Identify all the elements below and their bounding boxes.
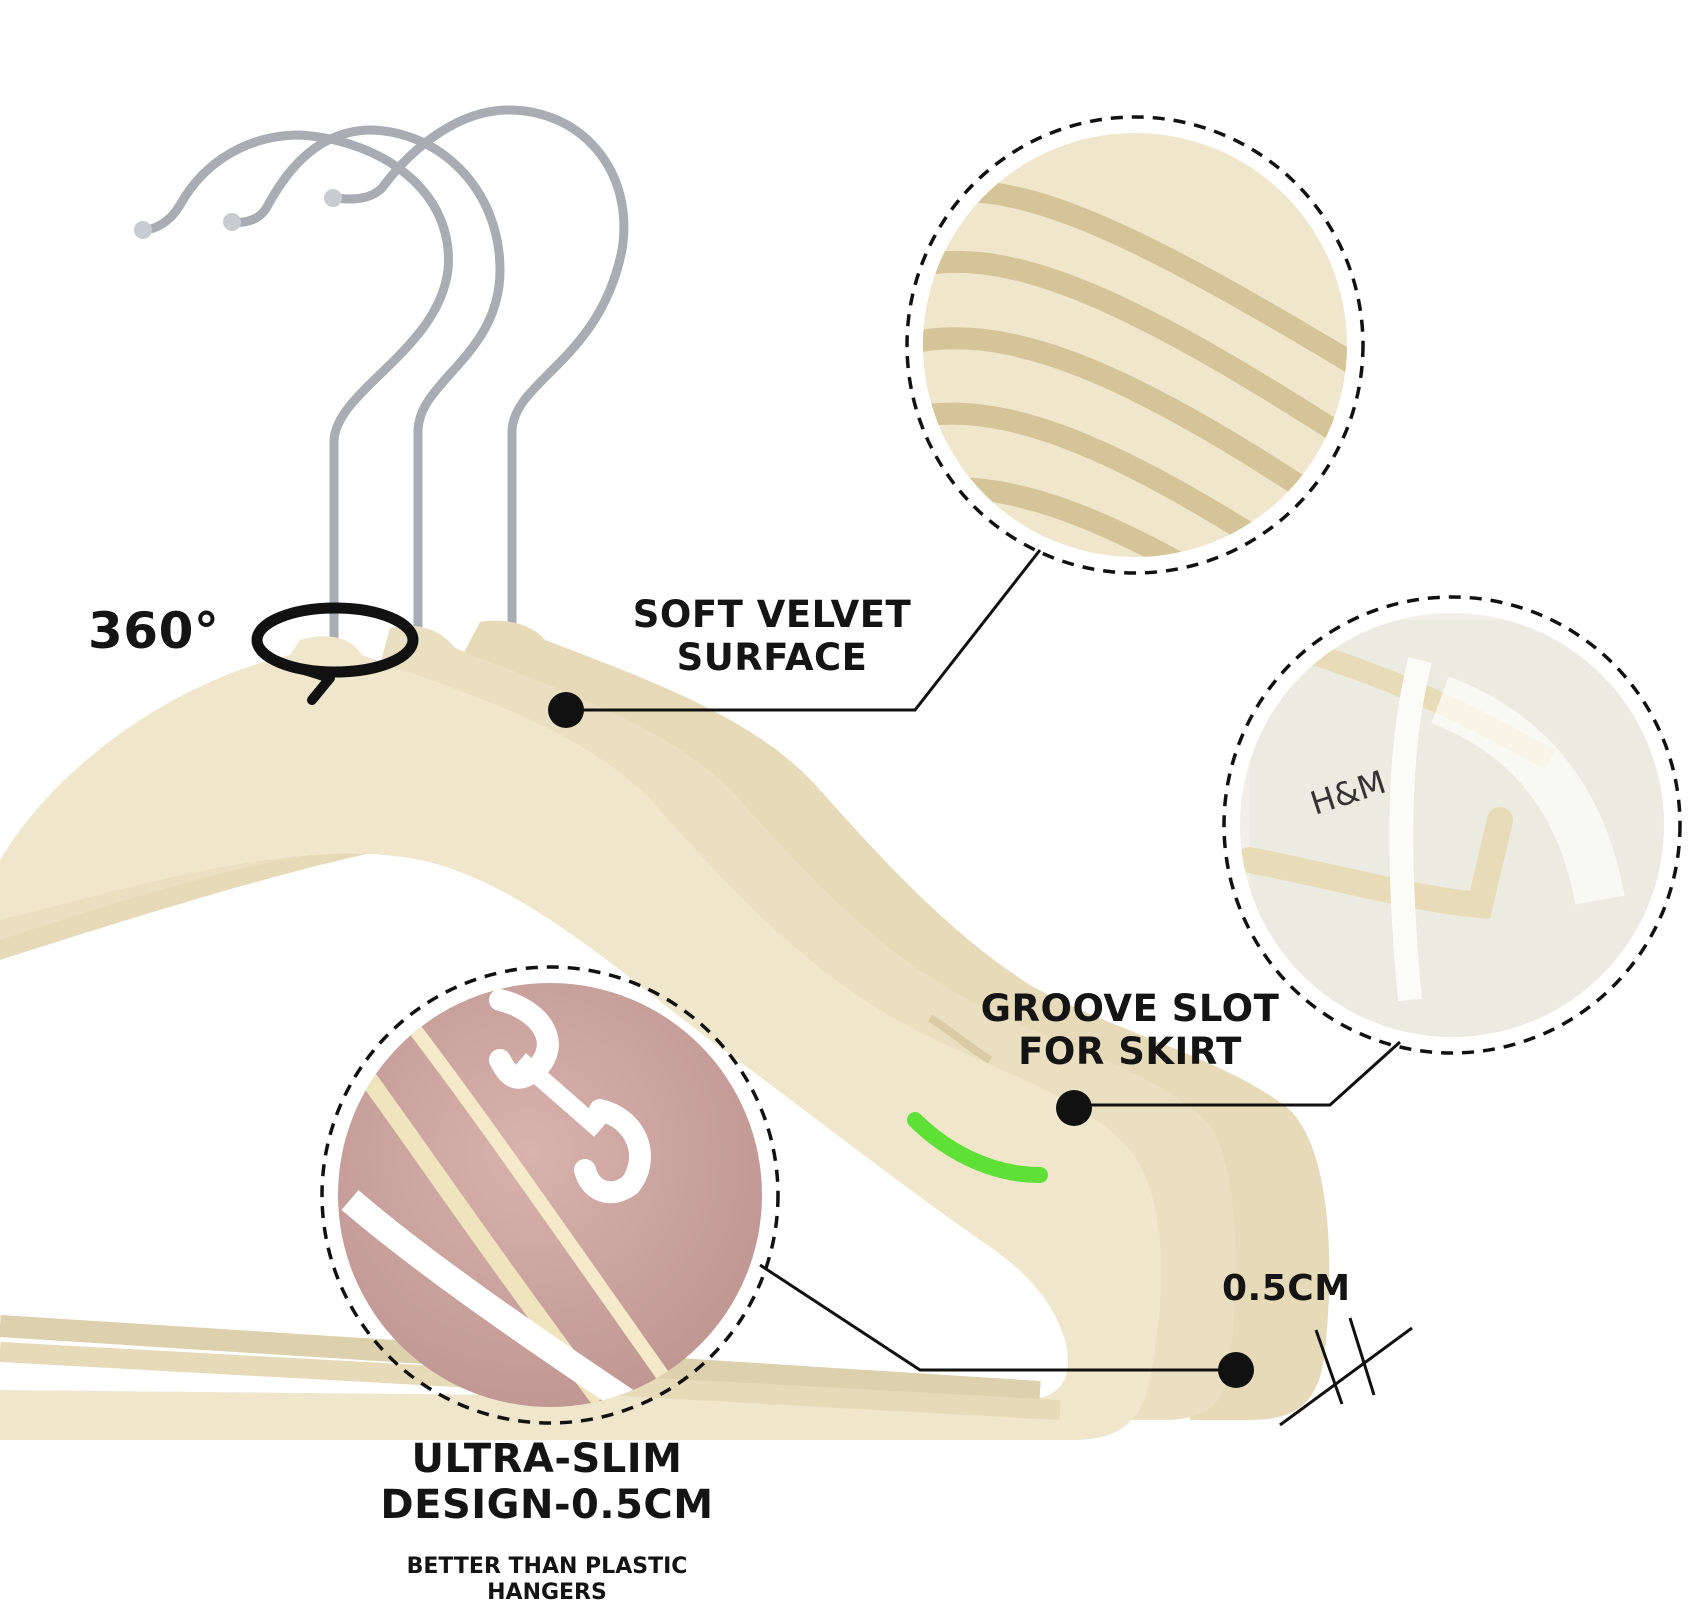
hook-tip-back xyxy=(324,189,342,207)
hooks xyxy=(138,105,629,650)
velvet-label: SOFT VELVET SURFACE xyxy=(602,593,942,680)
velvet-label-line1: SOFT VELVET xyxy=(632,593,912,636)
hook-front xyxy=(138,130,453,650)
slim-label: ULTRA-SLIM DESIGN-0.5CM xyxy=(352,1436,742,1529)
rotation-arrow xyxy=(251,602,419,705)
leader-lines xyxy=(566,549,1402,1372)
groove-label-line1: GROOVE SLOT xyxy=(980,987,1280,1030)
groove-label: GROOVE SLOT FOR SKIRT xyxy=(965,987,1295,1074)
slim-sublabel: BETTER THAN PLASTIC HANGERS xyxy=(406,1554,688,1605)
leader-dot-groove xyxy=(1056,1090,1092,1126)
hanger-front xyxy=(0,636,1162,1440)
groove-label-line2: FOR SKIRT xyxy=(1018,1029,1242,1073)
velvet-label-line2: SURFACE xyxy=(676,635,868,679)
slim-label-line1: ULTRA-SLIM xyxy=(411,1436,683,1482)
leader-slim xyxy=(759,1263,1236,1372)
slim-label-line2: DESIGN-0.5CM xyxy=(380,1482,714,1529)
thickness-marks xyxy=(1279,1317,1413,1427)
leader-dot-velvet xyxy=(548,692,584,728)
rotation-label: 360° xyxy=(88,602,220,660)
thickness-label: 0.5CM xyxy=(1222,1268,1351,1309)
velvet-zoom-callout xyxy=(905,115,1365,575)
leader-groove xyxy=(1070,1040,1402,1107)
hook-tip-middle xyxy=(223,213,241,231)
hook-back xyxy=(330,105,629,630)
notch-slot xyxy=(927,1014,993,1064)
groove-highlight xyxy=(907,1112,1048,1183)
leader-dot-slim xyxy=(1218,1352,1254,1388)
hook-tip-front xyxy=(134,221,152,239)
hook-middle xyxy=(227,125,505,645)
groove-zoom-callout: H&M xyxy=(1222,595,1682,1055)
leader-velvet xyxy=(566,549,1042,712)
